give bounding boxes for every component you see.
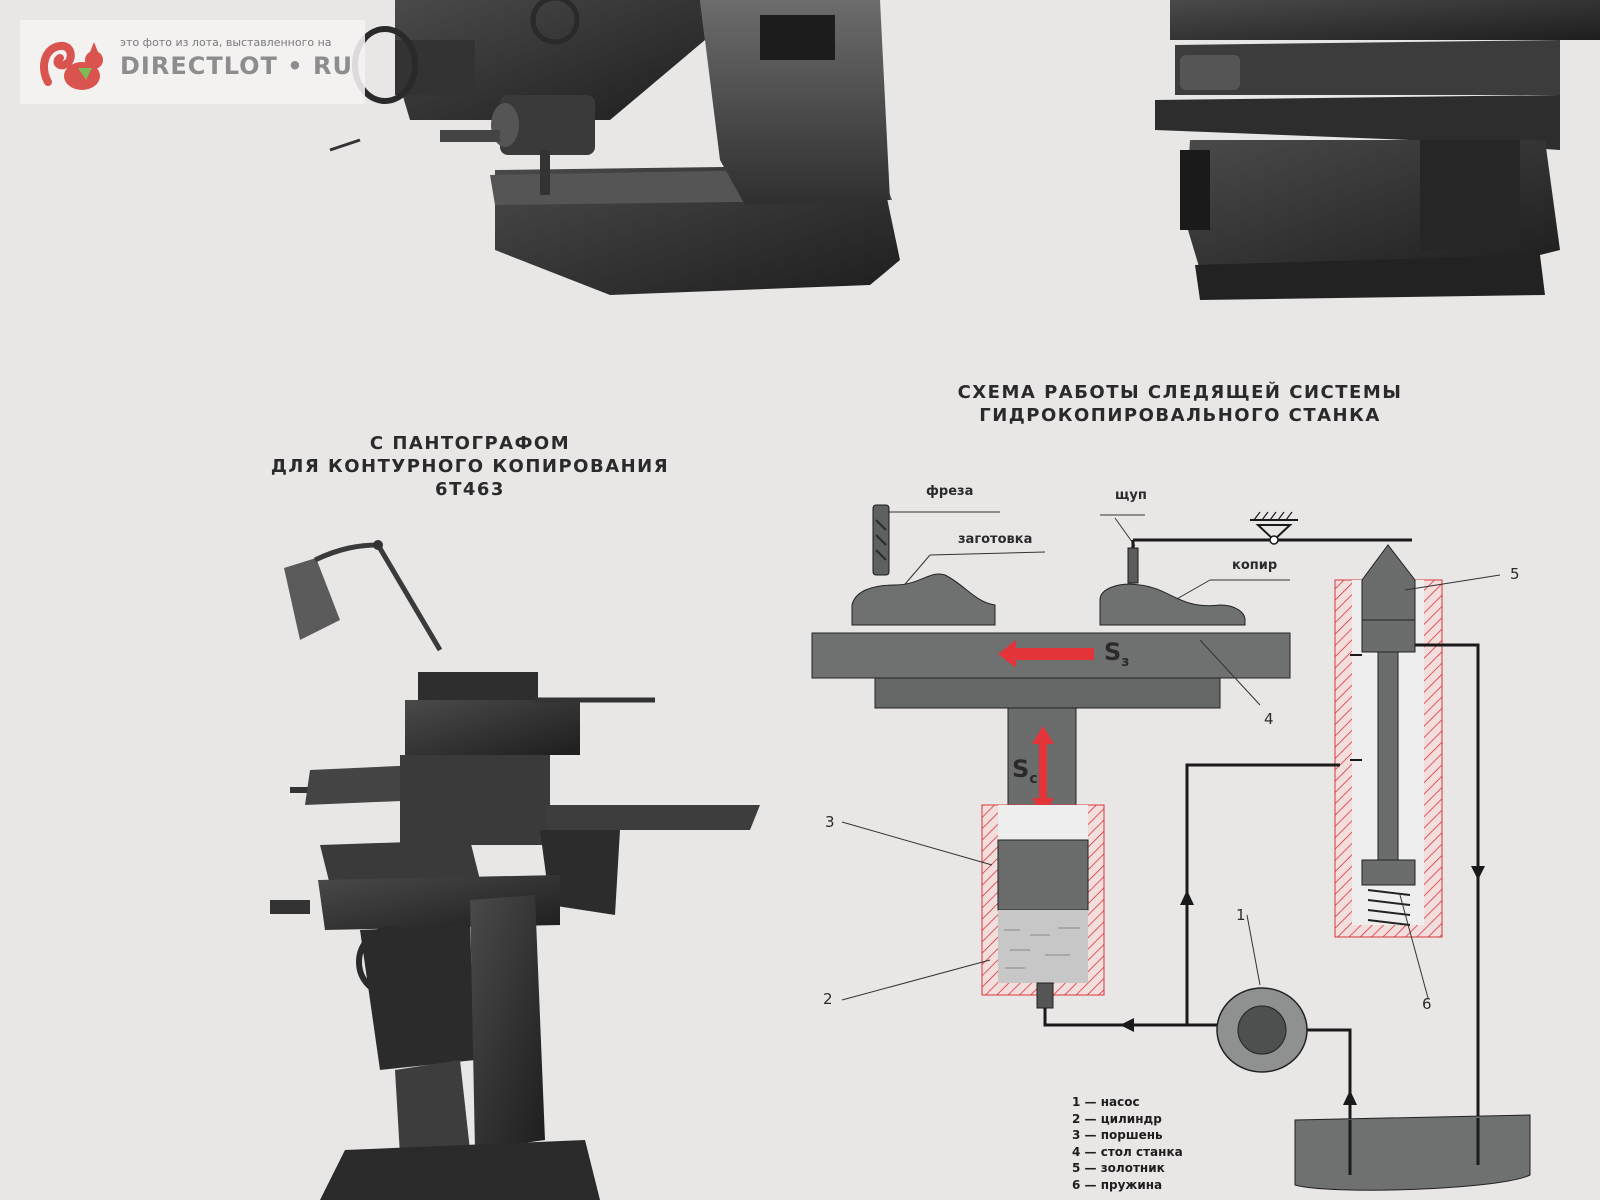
label-cutter: фреза: [926, 484, 974, 499]
number-table: 4: [1264, 710, 1274, 728]
label-table-feed: Sз: [1104, 638, 1130, 670]
legend-item-pump: 1 — насос: [1072, 1095, 1140, 1109]
label-probe: щуп: [1115, 488, 1147, 503]
legend-item-table: 4 — стол станка: [1072, 1144, 1183, 1159]
pantograph-title-line3: 6Т463: [435, 479, 505, 500]
scheme-title-line2: ГИДРОКОПИРОВАЛЬНОГО СТАНКА: [979, 405, 1381, 426]
legend-item-piston: 3 — поршень: [1072, 1128, 1163, 1142]
watermark-caption: это фото из лота, выставленного на: [120, 36, 332, 49]
scheme-title: СХЕМА РАБОТЫ СЛЕДЯЩЕЙ СИСТЕМЫ ГИДРОКОПИР…: [900, 381, 1460, 427]
number-cylinder: 2: [823, 990, 833, 1008]
pantograph-machine-photo: [270, 540, 760, 1200]
legend-item-spring: 6 — пружина: [1072, 1177, 1163, 1192]
hydrocopy-scheme: [811, 504, 1531, 1191]
legend-item-spool: 5 — золотник: [1072, 1161, 1165, 1175]
squirrel-logo-icon: [40, 41, 103, 90]
pantograph-title-line1: С ПАНТОГРАФОМ: [369, 433, 571, 454]
top-right-machine-photo: [1155, 0, 1600, 300]
label-copier: копир: [1232, 558, 1278, 573]
number-spring: 6: [1422, 995, 1432, 1013]
label-workpiece: заготовка: [958, 532, 1033, 547]
legend-item-cylinder: 2 — цилиндр: [1072, 1111, 1162, 1126]
number-piston: 3: [825, 813, 835, 831]
top-left-machine-photo: [329, 0, 900, 295]
pantograph-title: С ПАНТОГРАФОМ ДЛЯ КОНТУРНОГО КОПИРОВАНИЯ…: [250, 432, 690, 501]
pantograph-title-line2: ДЛЯ КОНТУРНОГО КОПИРОВАНИЯ: [270, 456, 670, 477]
legend: 1 — насос 2 — цилиндр 3 — поршень 4 — ст…: [1072, 1094, 1183, 1193]
number-pump: 1: [1236, 906, 1246, 924]
watermark-banner: это фото из лота, выставленного на DIREC…: [20, 20, 365, 104]
watermark-site: DIRECTLOT • RU: [120, 52, 353, 80]
number-spool: 5: [1510, 565, 1520, 583]
scheme-title-line1: СХЕМА РАБОТЫ СЛЕДЯЩЕЙ СИСТЕМЫ: [957, 382, 1403, 403]
label-cylinder-feed: Sс: [1012, 755, 1038, 787]
